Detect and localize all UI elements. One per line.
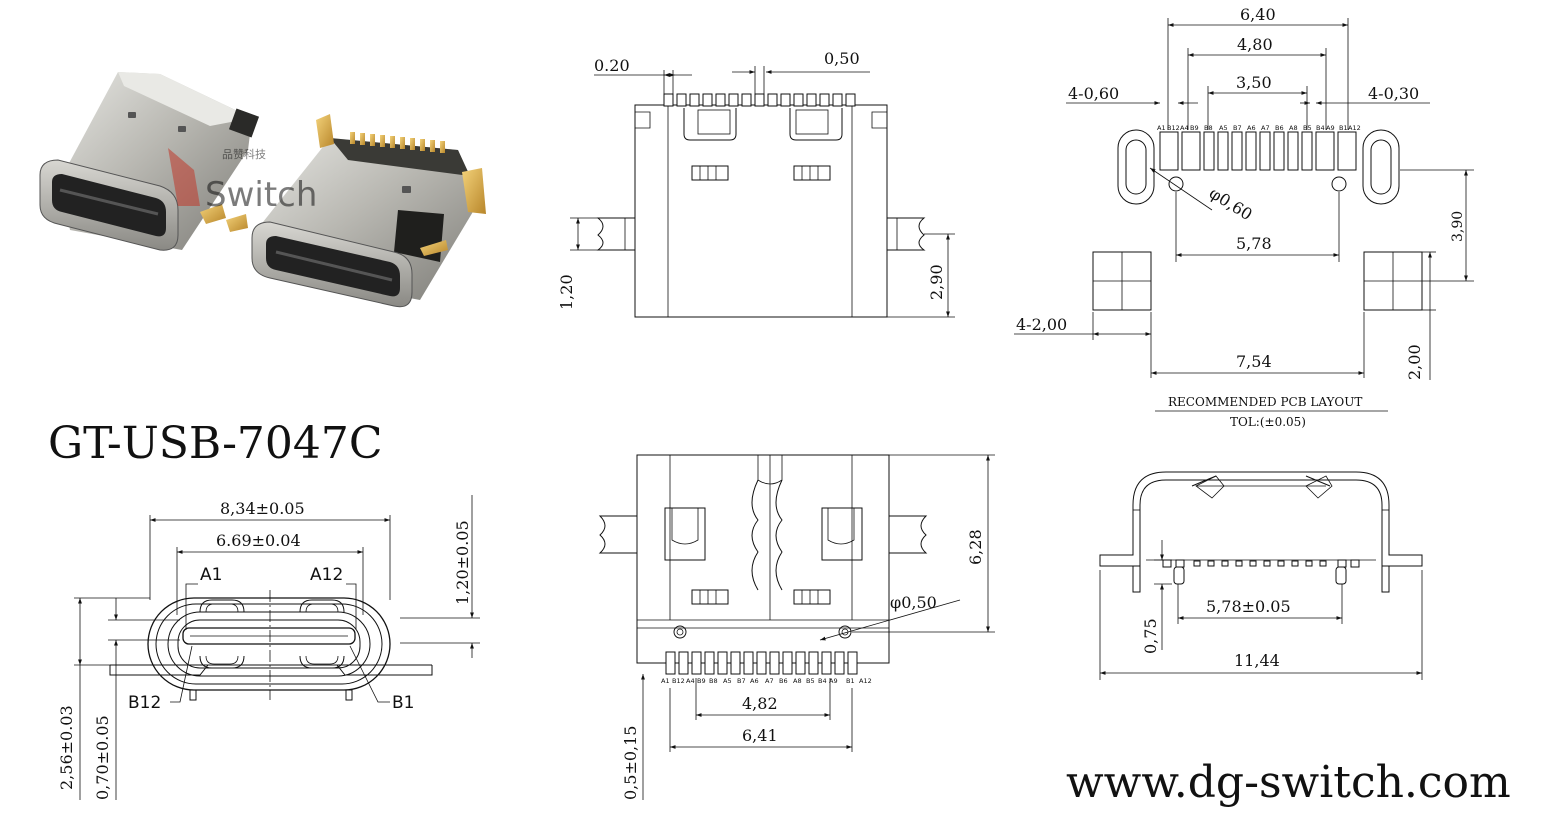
dim-side-075: 0,75 <box>1141 618 1160 654</box>
dim-width-669: 6.69±0.04 <box>216 531 301 550</box>
product-photo: Switch 品赞科技 <box>39 72 486 308</box>
dim-top-290: 2,90 <box>927 264 946 300</box>
dim-side-1144: 11,44 <box>1234 651 1280 670</box>
top-view-pins <box>663 93 856 107</box>
bottom-pin-label: A9 <box>829 677 838 685</box>
pcb-layout: A1 B12 A4 B9 B8 A5 B7 A6 A7 B6 A8 B5 B4 … <box>1014 5 1474 429</box>
bottom-pin-label: A12 <box>859 677 872 685</box>
dim-pcb-200: 2,00 <box>1405 344 1424 380</box>
bottom-pin-label: A6 <box>750 677 759 685</box>
bottom-pin-label: A1 <box>661 677 670 685</box>
pcb-pin-label: A9 <box>1326 124 1335 132</box>
bottom-pin-labels: A1 B12 A4 B9 B8 A5 B7 A6 A7 B6 A8 B5 B4 … <box>661 677 872 685</box>
front-contact-bumps <box>199 599 345 669</box>
photo-watermark: Switch 品赞科技 <box>168 147 317 215</box>
bottom-pin-label: B9 <box>697 677 706 685</box>
dim-pcb-578: 5,78 <box>1236 234 1272 253</box>
pcb-pin-label: B6 <box>1275 124 1284 132</box>
label-b12: B12 <box>128 693 161 713</box>
bottom-pin-label: B4 <box>818 677 827 685</box>
watermark-brand: Switch <box>205 175 317 215</box>
side-pins <box>1162 559 1360 568</box>
dim-bottom-05: 0,5±0,15 <box>621 726 640 800</box>
bottom-pin-label: B1 <box>846 677 855 685</box>
dim-bottom-628: 6,28 <box>966 529 985 565</box>
website-url: www.dg-switch.com <box>1066 757 1511 808</box>
pcb-pin-label: B9 <box>1190 124 1199 132</box>
dim-bottom-641: 6,41 <box>742 726 778 745</box>
connector-photo-left <box>39 72 260 251</box>
pcb-pin-label: A5 <box>1219 124 1228 132</box>
pcb-pin-labels: A1 B12 A4 B9 B8 A5 B7 A6 A7 B6 A8 B5 B4 … <box>1157 124 1361 132</box>
dim-pcb-4x060: 4-0,60 <box>1068 84 1119 103</box>
bottom-pin-label: B8 <box>709 677 718 685</box>
side-view: 5,78±0.05 0,75 11,44 <box>1099 471 1423 680</box>
bottom-pin-label: B7 <box>737 677 746 685</box>
dim-pcb-390: 3,90 <box>1450 211 1466 242</box>
pcb-pin-label: B7 <box>1233 124 1242 132</box>
dim-bottom-482: 4,82 <box>742 694 778 713</box>
dim-height-120: 1,20±0.05 <box>453 520 472 605</box>
dim-top-120: 1,20 <box>557 274 576 310</box>
dim-width-834: 8,34±0.05 <box>220 499 305 518</box>
pcb-pin-label: B1 <box>1339 124 1348 132</box>
front-view: 8,34±0.05 6.69±0.04 A1 A12 B12 B1 1,20±0… <box>57 495 480 800</box>
bottom-pin-label: A7 <box>765 677 774 685</box>
bottom-pin-label: A4 <box>686 677 695 685</box>
dim-height-256: 2,56±0.03 <box>57 705 76 790</box>
bottom-pin-label: A5 <box>723 677 732 685</box>
pcb-pin-label: A6 <box>1247 124 1256 132</box>
dim-side-578: 5,78±0.05 <box>1206 597 1291 616</box>
bottom-pin-label: A8 <box>793 677 802 685</box>
pcb-pin-label: A7 <box>1261 124 1270 132</box>
pcb-pin-label: B4 <box>1316 124 1325 132</box>
pcb-tolerance: TOL:(±0.05) <box>1230 415 1306 429</box>
connector-photo-right <box>251 114 486 308</box>
dim-pcb-350: 3,50 <box>1236 73 1272 92</box>
label-a12: A12 <box>310 565 343 585</box>
dim-pcb-4x030: 4-0,30 <box>1368 84 1419 103</box>
watermark-cn: 品赞科技 <box>222 147 266 161</box>
part-number-title: GT-USB-7047C <box>48 418 383 469</box>
dim-pcb-480: 4,80 <box>1237 35 1273 54</box>
pcb-pads <box>1159 131 1357 171</box>
dim-height-070: 0,70±0.05 <box>93 715 112 800</box>
pcb-pin-label: A8 <box>1289 124 1298 132</box>
bottom-pin-label: B12 <box>672 677 685 685</box>
dim-bottom-phi050: φ0,50 <box>890 593 937 612</box>
pcb-pin-label: A12 <box>1348 124 1361 132</box>
dim-top-050: 0,50 <box>824 49 860 68</box>
pcb-pin-label: A1 <box>1157 124 1166 132</box>
bottom-pin-label: B5 <box>806 677 815 685</box>
dim-pcb-4x200: 4-2,00 <box>1016 315 1067 334</box>
pcb-pin-label: A4 <box>1180 124 1189 132</box>
top-view: 0.20 0,50 1,20 2,90 <box>557 49 955 318</box>
bottom-pin-label: B6 <box>779 677 788 685</box>
dim-pcb-640: 6,40 <box>1240 5 1276 24</box>
label-a1: A1 <box>200 565 222 585</box>
pcb-pin-label: B12 <box>1167 124 1180 132</box>
watermark-logo-mark <box>168 148 200 206</box>
dim-pcb-phi060: φ0,60 <box>1206 183 1256 224</box>
dim-top-020: 0.20 <box>594 56 630 75</box>
dim-pcb-754: 7,54 <box>1236 352 1272 371</box>
bottom-view: A1 B12 A4 B9 B8 A5 B7 A6 A7 B6 A8 B5 B4 … <box>598 454 995 800</box>
bottom-view-pins <box>665 651 858 675</box>
label-b1: B1 <box>392 693 414 713</box>
pcb-caption: RECOMMENDED PCB LAYOUT <box>1168 395 1362 409</box>
